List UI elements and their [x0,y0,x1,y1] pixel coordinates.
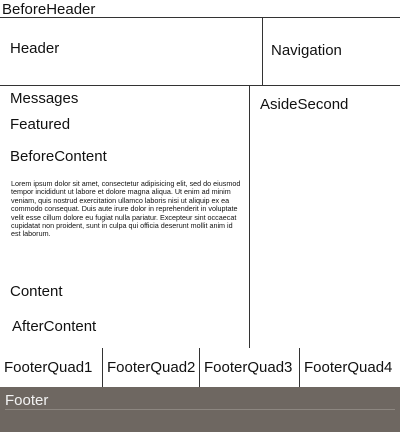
messages-region: Messages [0,86,250,110]
after-content-label: AfterContent [12,318,97,335]
navigation-label: Navigation [271,42,342,59]
featured-label: Featured [10,116,71,133]
before-content-label: BeforeContent [10,148,107,165]
featured-region: Featured [0,109,250,141]
content-label: Content [10,283,63,300]
navigation-region: Navigation [262,18,400,86]
footer-quad-3-region: FooterQuad3 [199,348,300,388]
footer-region: Footer [0,387,400,432]
before-content-region: BeforeContent [0,140,250,172]
before-header-region: BeforeHeader [0,0,400,18]
before-header-label: BeforeHeader [2,1,96,18]
footer-quad-1-label: FooterQuad1 [4,359,93,376]
footer-label: Footer [5,392,49,409]
aside-second-label: AsideSecond [260,96,349,113]
header-region: Header [0,18,263,86]
footer-quad-1-region: FooterQuad1 [0,348,103,388]
main-text-region: Lorem ipsum dolor sit amet, consectetur … [0,171,250,280]
footer-quad-3-label: FooterQuad3 [204,359,293,376]
footer-quad-4-label: FooterQuad4 [304,359,393,376]
lorem-paragraph: Lorem ipsum dolor sit amet, consectetur … [11,179,241,239]
footer-divider [5,409,395,410]
footer-quad-2-label: FooterQuad2 [107,359,196,376]
content-region: Content [0,279,250,304]
after-content-region: AfterContent [0,303,250,349]
messages-label: Messages [10,90,79,107]
header-label: Header [10,40,60,57]
aside-second-region: AsideSecond [249,86,400,349]
footer-quad-2-region: FooterQuad2 [102,348,200,388]
footer-quad-4-region: FooterQuad4 [299,348,400,388]
